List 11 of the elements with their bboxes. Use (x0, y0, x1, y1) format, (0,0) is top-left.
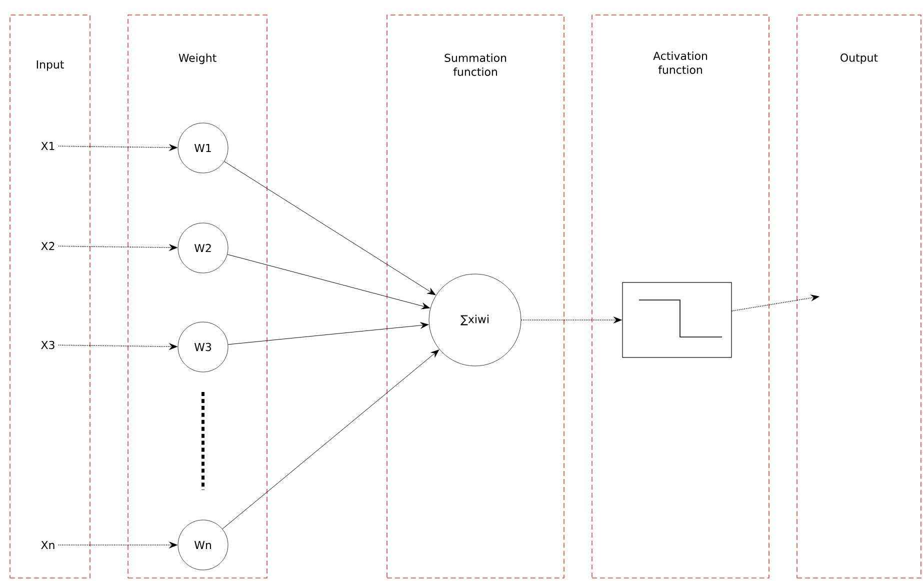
column-band: Activation function (592, 14, 770, 578)
arrow (224, 161, 436, 296)
arrow (228, 322, 429, 345)
column-band: Output (796, 14, 922, 578)
step-function-box (622, 282, 732, 358)
input-label: X1 (41, 142, 54, 150)
arrow (222, 350, 440, 530)
input-label: Xn (41, 541, 54, 549)
input-label: X3 (41, 340, 54, 350)
input-label: X2 (41, 242, 54, 250)
arrow (227, 254, 430, 310)
